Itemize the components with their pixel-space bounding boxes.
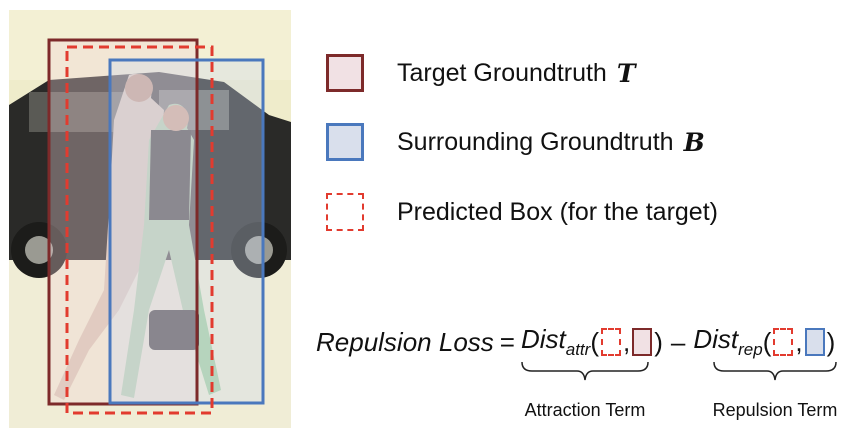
close-paren-rep: ) <box>826 326 836 357</box>
comma-attr: , <box>622 326 631 357</box>
legend-item-surrounding: Surrounding Groundtruth B <box>326 123 705 161</box>
repulsion-brace <box>713 361 837 381</box>
surrounding-box-fill <box>110 60 263 403</box>
open-paren-attr: ( <box>590 326 599 357</box>
car-hub-rear <box>245 236 273 264</box>
target-label: Target Groundtruth <box>397 58 607 87</box>
predicted-box-glyph <box>600 328 621 356</box>
repulsion-term-label: Repulsion Term <box>712 400 838 420</box>
target-box-glyph <box>632 328 653 356</box>
predicted-box <box>65 45 214 415</box>
attraction-brace <box>521 361 649 381</box>
close-paren-attr: ) <box>654 326 663 357</box>
target-swatch <box>326 54 364 92</box>
handbag <box>149 310 199 350</box>
comma-rep: , <box>795 326 803 357</box>
legend-item-target: Target Groundtruth T <box>326 54 635 92</box>
target-symbol: T <box>616 58 636 88</box>
surrounding-box-glyph <box>804 328 825 356</box>
woman-top <box>149 130 191 220</box>
target-box-fill <box>49 40 197 404</box>
open-paren-rep: ( <box>762 326 772 357</box>
dist-rep-sub: rep <box>738 340 763 359</box>
predicted-box-glyph-rep <box>773 328 794 356</box>
dist-rep: Distrep <box>693 324 762 360</box>
surrounding-symbol: B <box>683 127 705 157</box>
surrounding-label: Surrounding Groundtruth <box>397 127 674 156</box>
equation-minus: – <box>670 326 686 357</box>
man-head <box>125 74 153 102</box>
legend-item-predicted: Predicted Box (for the target) <box>326 193 718 231</box>
car-hub-front <box>25 236 53 264</box>
surrounding-groundtruth-box <box>108 58 265 405</box>
dist-attr-base: Dist <box>520 324 566 354</box>
predicted-label: Predicted Box (for the target) <box>397 197 718 226</box>
dist-rep-base: Dist <box>693 324 739 354</box>
photo-illustration <box>9 10 291 428</box>
repulsion-loss-equation: Repulsion Loss = Distattr ( , ) – Distre… <box>316 322 835 362</box>
street-photo <box>9 10 291 428</box>
predicted-swatch <box>326 193 364 231</box>
sky-area <box>9 10 291 80</box>
surrounding-swatch <box>326 123 364 161</box>
dist-attr-sub: attr <box>565 340 591 359</box>
woman-head <box>163 105 189 131</box>
attraction-term-label: Attraction Term <box>524 400 646 420</box>
equation-equals: = <box>499 326 515 357</box>
equation-lhs: Repulsion Loss <box>316 326 494 357</box>
dist-attr: Distattr <box>521 324 590 360</box>
